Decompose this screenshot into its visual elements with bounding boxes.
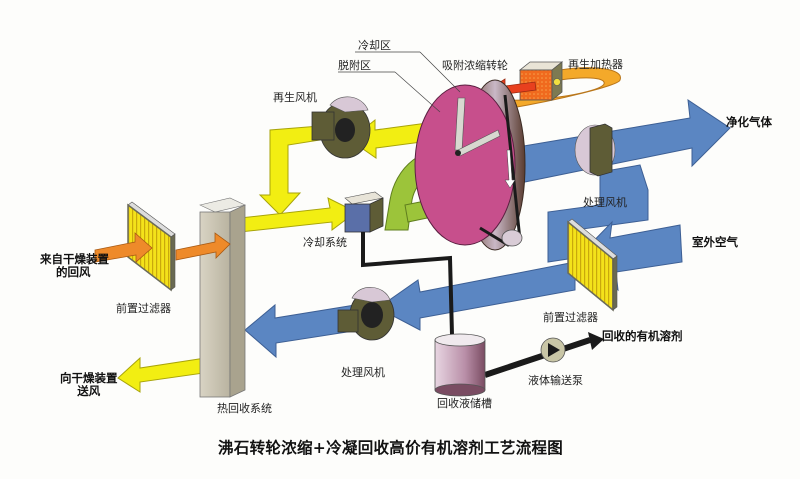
return-air-label-line2: 的回风 (56, 265, 91, 279)
regen-fan (311, 96, 371, 159)
regen-yellow-down (258, 125, 321, 216)
return-air-label: 来自干燥装置 的回风 (40, 253, 109, 279)
supply-air-label-line1: 向干燥装置 (60, 371, 118, 385)
recovery-tank-label: 回收液储槽 (437, 397, 492, 410)
process-fan-lower-label: 处理风机 (341, 366, 385, 379)
clean-gas-arrow (499, 98, 731, 186)
regen-fan-label: 再生风机 (273, 91, 317, 104)
adsorption-wheel (414, 79, 526, 251)
recovery-tank (434, 333, 486, 397)
adsorption-wheel-label: 吸附浓缩转轮 (442, 59, 508, 72)
regen-yellow-to-cooler (239, 197, 357, 233)
supply-air-label: 向干燥装置 送风 (60, 372, 118, 398)
recovered-solvent-arrowhead (588, 332, 604, 350)
pump-play-icon (548, 343, 560, 357)
liquid-pump (540, 337, 566, 363)
process-fan-upper-label: 处理风机 (583, 196, 627, 209)
return-air-arrow-to-recovery (175, 232, 231, 261)
cooling-system-label: 冷却系统 (303, 236, 347, 249)
cooling-zone-label: 冷却区 (358, 39, 391, 52)
heater-indicator-icon (553, 78, 561, 86)
return-air-flow (94, 232, 231, 263)
regen-heater-label: 再生加热器 (568, 58, 623, 71)
cooling-system-unit (344, 191, 384, 233)
clean-gas-label: 净化气体 (726, 115, 772, 129)
process-fan-upper (574, 123, 616, 177)
process-air-lower-arrow (377, 261, 576, 331)
left-prefilter-label: 前置过滤器 (116, 302, 171, 315)
outdoor-air-label: 室外空气 (692, 235, 738, 249)
liquid-pump-label: 液体输送泵 (528, 374, 583, 387)
leader-lines (338, 51, 461, 113)
diagram-title: 沸石转轮浓缩+冷凝回收高价有机溶剂工艺流程图 (218, 438, 564, 457)
process-fan-lower (337, 287, 395, 341)
recovered-solvent-label: 回收的有机溶剂 (602, 329, 683, 343)
desorption-zone-label: 脱附区 (338, 59, 371, 72)
right-prefilter (567, 218, 618, 312)
return-air-label-line1: 来自干燥装置 (40, 252, 109, 266)
right-prefilter-label: 前置过滤器 (543, 311, 598, 324)
solvent-pipe (361, 232, 604, 378)
heat-recovery-unit (199, 197, 246, 398)
supply-air-label-line2: 送风 (77, 384, 101, 398)
recovered-solvent-line (484, 337, 591, 378)
return-air-arrow-in (94, 232, 153, 263)
rotation-arrow-icon (504, 149, 516, 189)
heat-recovery-label: 热回收系统 (217, 402, 272, 415)
